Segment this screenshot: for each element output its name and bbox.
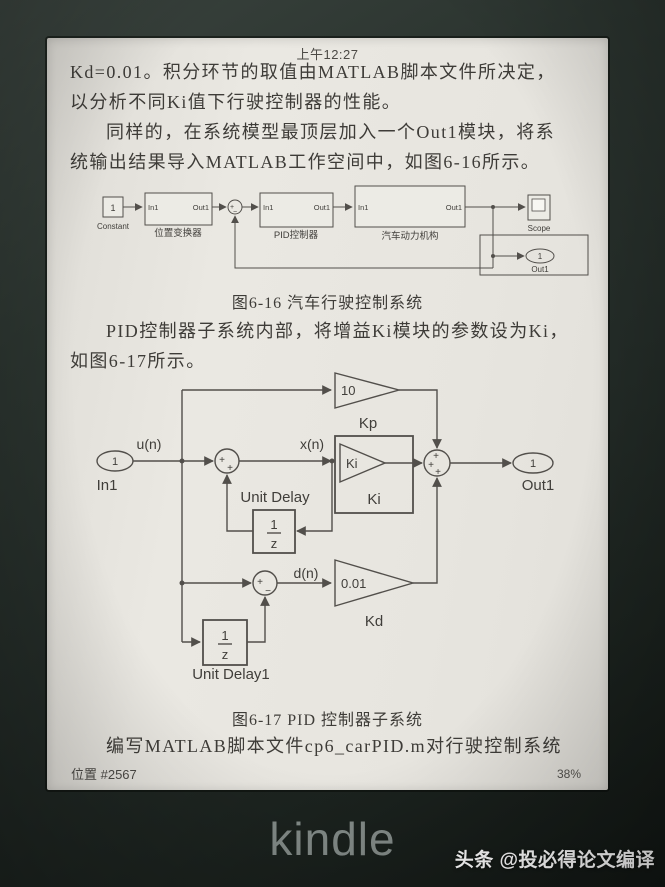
outport-block bbox=[525, 248, 555, 264]
constant-label: Constant bbox=[97, 222, 130, 231]
inport-label: In1 bbox=[97, 477, 118, 494]
location-indicator: 位置 #2567 bbox=[71, 767, 137, 782]
sum-sign: + bbox=[230, 204, 234, 211]
sum-sign: + bbox=[435, 467, 441, 478]
figure-6-16-caption: 图6-16 汽车行驶控制系统 bbox=[231, 295, 424, 312]
gain-kp-label: Kp bbox=[359, 415, 377, 432]
kindle-screen[interactable]: 上午12:27 Kd=0.01。积分环节的取值由MATLAB脚本文件所决定， 以… bbox=[47, 38, 608, 790]
port-label: Out1 bbox=[446, 203, 462, 212]
figure-6-17-caption: 图6-17 PID 控制器子系统 bbox=[231, 712, 424, 729]
unit-delay1-numerator: 1 bbox=[221, 628, 228, 643]
sum-sign: + bbox=[428, 460, 434, 471]
gain-ki-block bbox=[339, 442, 387, 484]
body-text-line: 同样的，在系统模型最顶层加入一个Out1模块，将系 bbox=[106, 122, 555, 142]
port-label: Out1 bbox=[314, 203, 330, 212]
unit-delay1-label: Unit Delay1 bbox=[192, 666, 270, 683]
subsystem-position-converter bbox=[144, 192, 213, 226]
sum-sign: + bbox=[433, 451, 439, 462]
figure-6-17-diagram: 1 In1 u(n) 10 Kp + + x(n bbox=[96, 372, 555, 683]
gain-kd-block bbox=[334, 559, 416, 607]
unit-delay1-denominator: z bbox=[222, 647, 229, 662]
scope-label: Scope bbox=[528, 224, 551, 233]
unit-delay-denominator: z bbox=[271, 536, 278, 551]
gain-ki-label: Ki bbox=[367, 491, 380, 508]
gain-ki-box bbox=[334, 435, 414, 514]
signal-u-label: u(n) bbox=[137, 436, 162, 452]
subsystem-label: 汽车动力机构 bbox=[381, 230, 438, 242]
subsystem-pid-controller bbox=[259, 192, 334, 228]
outport-label: Out1 bbox=[522, 477, 555, 494]
inport-value: 1 bbox=[112, 456, 118, 468]
kindle-logo: kindle bbox=[269, 813, 396, 865]
port-label: In1 bbox=[263, 203, 273, 212]
sum-sign: − bbox=[233, 209, 237, 216]
sum-sign: + bbox=[227, 463, 233, 474]
outport-value: 1 bbox=[530, 458, 536, 470]
subsystem-label: PID控制器 bbox=[274, 229, 319, 241]
port-label: Out1 bbox=[193, 203, 209, 212]
body-text-line: 编写MATLAB脚本文件cp6_carPID.m对行驶控制系统 bbox=[106, 736, 562, 756]
outport-box bbox=[479, 234, 589, 276]
subsystem-label: 位置变换器 bbox=[154, 227, 202, 239]
status-time: 上午12:27 bbox=[296, 47, 359, 62]
scope-screen-icon bbox=[531, 198, 546, 212]
progress-percentage: 38% bbox=[556, 767, 581, 781]
gain-kd-label: Kd bbox=[365, 613, 383, 630]
constant-value: 1 bbox=[110, 203, 115, 213]
outport-label: Out1 bbox=[531, 265, 549, 274]
gain-ki-value: Ki bbox=[346, 456, 358, 471]
sum-sign: − bbox=[265, 586, 271, 597]
signal-d-label: d(n) bbox=[294, 565, 319, 581]
unit-delay-numerator: 1 bbox=[270, 517, 277, 532]
subsystem-car-dynamics bbox=[354, 185, 466, 228]
port-label: In1 bbox=[358, 203, 368, 212]
gain-kp-value: 10 bbox=[341, 383, 355, 398]
body-text-line: Kd=0.01。积分环节的取值由MATLAB脚本文件所决定， bbox=[70, 62, 556, 82]
sum-sign: + bbox=[219, 455, 225, 466]
port-label: In1 bbox=[148, 203, 158, 212]
gain-kd-value: 0.01 bbox=[341, 576, 366, 591]
body-text-line: 以分析不同Ki值下行驶控制器的性能。 bbox=[70, 92, 402, 112]
gain-kp-block bbox=[334, 372, 402, 409]
outport-block bbox=[512, 452, 554, 474]
signal-x-label: x(n) bbox=[300, 436, 324, 452]
body-text-line: 统输出结果导入MATLAB工作空间中，如图6-16所示。 bbox=[70, 152, 541, 172]
body-text-line: PID控制器子系统内部，将增益Ki模块的参数设为Ki， bbox=[106, 321, 569, 341]
body-text-line: 如图6-17所示。 bbox=[70, 351, 206, 371]
outport-value: 1 bbox=[538, 252, 543, 261]
unit-delay-label: Unit Delay bbox=[240, 489, 310, 506]
figure-6-16-diagram: 1 Constant In1 Out1 位置变换器 + − In1 Out1 P… bbox=[97, 185, 589, 276]
watermark: 头条 @投必得论文编译 bbox=[454, 850, 655, 871]
sum-sign: + bbox=[257, 577, 263, 588]
